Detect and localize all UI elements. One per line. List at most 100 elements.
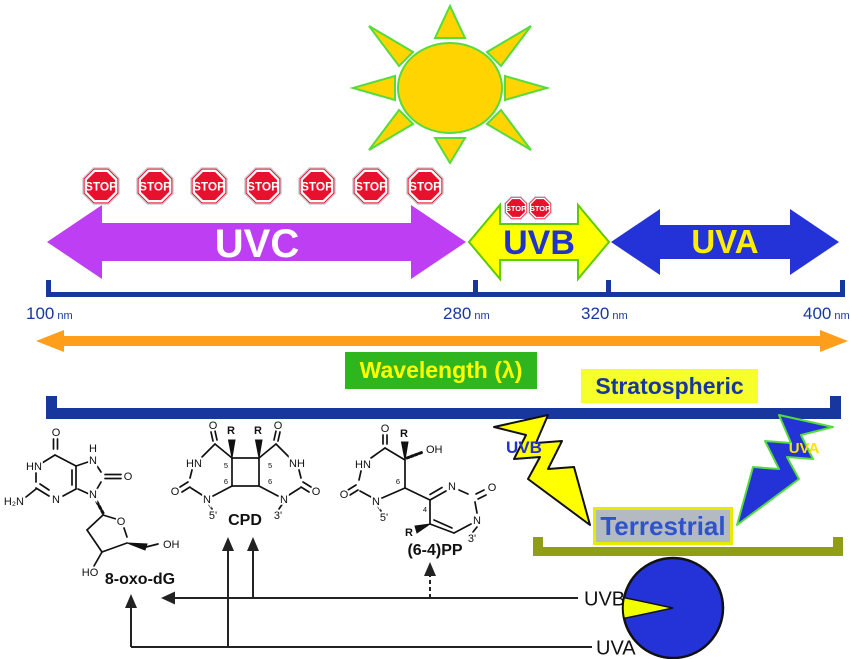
atom-label: HN bbox=[26, 461, 42, 473]
tick-value: 320 bbox=[581, 304, 610, 323]
atom-label: O bbox=[52, 427, 61, 439]
cpd-wedge-r2 bbox=[254, 439, 263, 459]
tick-value: 100 bbox=[26, 304, 55, 323]
tick-unit: nm bbox=[474, 310, 490, 322]
atom-label: O bbox=[124, 471, 133, 483]
oxo-dg-bonds bbox=[25, 438, 159, 567]
atom-label: O bbox=[312, 486, 320, 498]
stratospheric-bracket-tick-right bbox=[830, 396, 841, 419]
terrestrial-bracket-bar bbox=[533, 547, 843, 556]
atom-label: O bbox=[340, 489, 349, 501]
atom-label: N bbox=[280, 494, 288, 506]
uvc-band-arrow: UVC bbox=[47, 205, 466, 279]
stop-sign-text: STOP bbox=[247, 180, 279, 194]
atom-label: R bbox=[254, 425, 262, 437]
pp64-wedge-rbot bbox=[414, 523, 431, 534]
stop-sign-small-icon: STOP bbox=[528, 196, 552, 220]
uvc-band-label: UVC bbox=[215, 222, 299, 266]
atom-number: 6 bbox=[396, 477, 400, 486]
stop-sign-text: STOP bbox=[139, 180, 171, 194]
atom-number: 5 bbox=[224, 461, 228, 470]
oxo-dg-name: 8-oxo-dG bbox=[105, 571, 175, 588]
tick-unit: nm bbox=[57, 310, 73, 322]
atom-label: 3' bbox=[468, 533, 476, 545]
stratospheric-label-text: Stratospheric bbox=[595, 372, 744, 399]
stop-sign-text: STOP bbox=[530, 204, 550, 213]
terrestrial-bracket-tick-right bbox=[833, 537, 843, 556]
sun-rays bbox=[349, 3, 551, 164]
atom-label: HO bbox=[82, 567, 99, 579]
stratospheric-bracket-bar bbox=[46, 408, 841, 419]
stop-sign-text: STOP bbox=[409, 180, 441, 194]
atom-number: 6 bbox=[224, 477, 228, 486]
stop-sign-text: STOP bbox=[85, 180, 117, 194]
stop-sign-icon: STOP bbox=[244, 167, 282, 205]
atom-label: H₂N bbox=[4, 496, 24, 508]
wavelength-axis-arrow bbox=[36, 330, 848, 352]
tick-unit: nm bbox=[834, 310, 850, 322]
atom-label: OH bbox=[426, 444, 443, 456]
damage-connector-lines: UVB UVA bbox=[125, 537, 636, 659]
atom-label: 5' bbox=[380, 512, 388, 524]
tick-unit: nm bbox=[612, 310, 628, 322]
scale-bracket-tick-320 bbox=[606, 280, 611, 297]
cpd-name: CPD bbox=[228, 512, 262, 529]
uvb-band-label: UVB bbox=[503, 224, 575, 262]
uvb-band-arrow: UVB bbox=[467, 202, 611, 282]
terrestrial-label-box: Terrestrial bbox=[593, 507, 733, 545]
atom-label: HN bbox=[355, 459, 371, 471]
oxo-dg-wedge-bond bbox=[126, 542, 148, 551]
tick-value: 280 bbox=[443, 304, 472, 323]
atom-label: N bbox=[89, 489, 97, 501]
stratospheric-bracket-tick-left bbox=[46, 396, 57, 419]
scale-bracket-bar bbox=[46, 292, 845, 297]
atom-label: HN bbox=[186, 458, 202, 470]
stratospheric-label-box: Stratospheric bbox=[581, 369, 758, 403]
atom-label: R bbox=[227, 425, 235, 437]
stop-sign-small-icon: STOP bbox=[504, 196, 528, 220]
scale-bracket-tick-280 bbox=[473, 280, 478, 297]
atom-label: OH bbox=[163, 539, 180, 551]
uv-proportion-pie-chart bbox=[621, 556, 725, 659]
stop-sign-text: STOP bbox=[193, 180, 225, 194]
pp64-structure: O R OH HN O N 5' 6 4 N O N 3' R (6-4)PP bbox=[338, 421, 499, 559]
wavelength-label-text: Wavelength (λ) bbox=[359, 357, 523, 383]
pp64-bonds bbox=[347, 434, 487, 534]
stop-sign-text: STOP bbox=[506, 204, 526, 213]
stop-sign-icon: STOP bbox=[298, 167, 336, 205]
stop-sign-text: STOP bbox=[355, 180, 387, 194]
stop-sign-text: STOP bbox=[301, 180, 333, 194]
atom-label: H bbox=[89, 443, 97, 455]
uvb-lightning-icon: UVB bbox=[493, 414, 591, 526]
stop-sign-icon: STOP bbox=[136, 167, 174, 205]
stop-sign-icon: STOP bbox=[82, 167, 120, 205]
atom-label: R bbox=[400, 428, 408, 440]
cpd-wedge-r1 bbox=[227, 439, 236, 459]
stop-sign-icon: STOP bbox=[406, 167, 444, 205]
scale-bracket-tick-400 bbox=[840, 280, 845, 297]
atom-label: N bbox=[52, 494, 60, 506]
atom-label: N bbox=[473, 515, 481, 527]
atom-label: O bbox=[274, 420, 283, 432]
atom-label: O bbox=[381, 423, 390, 435]
pp64-name: (6-4)PP bbox=[407, 542, 462, 559]
cpd-structure: O R R O HN NH O O N N 5' 3' 5 5 6 6 CPD bbox=[169, 418, 320, 529]
atom-label: 3' bbox=[274, 510, 282, 522]
oxo-dg-structure: O HN H₂N N H N O N O OH HO 8-oxo-dG bbox=[2, 425, 181, 588]
atom-label: O bbox=[117, 516, 126, 528]
uva-band-arrow: UVA bbox=[611, 209, 839, 275]
tick-value: 400 bbox=[803, 304, 832, 323]
sun-disc bbox=[397, 42, 503, 134]
atom-label: N bbox=[89, 455, 97, 467]
uva-band-label: UVA bbox=[691, 223, 758, 260]
wavelength-label-box: Wavelength (λ) bbox=[345, 352, 537, 389]
atom-number: 6 bbox=[268, 477, 272, 486]
pie-uvb-line-label: UVB bbox=[584, 589, 625, 611]
atom-number: 4 bbox=[423, 505, 427, 514]
atom-label: N bbox=[372, 496, 380, 508]
terrestrial-bracket-tick-left bbox=[533, 537, 543, 556]
